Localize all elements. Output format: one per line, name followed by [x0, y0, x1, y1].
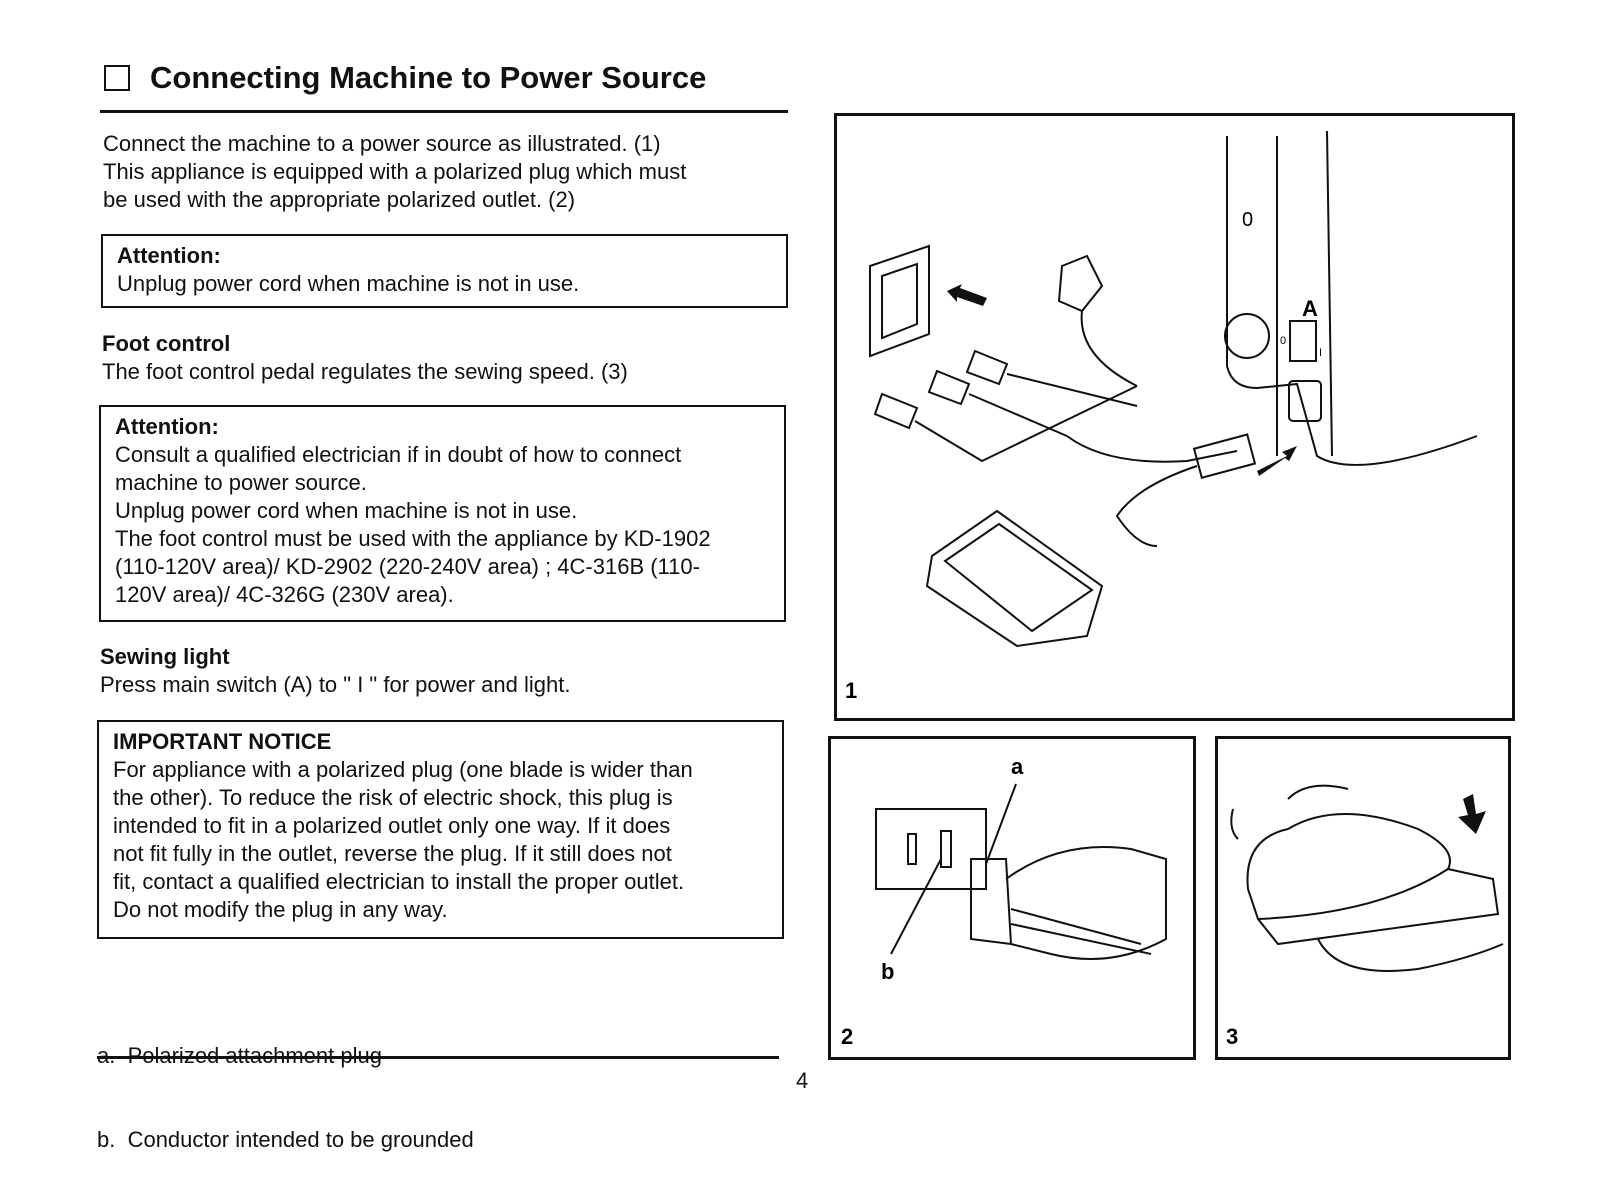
adapter-plug-icon	[1057, 254, 1104, 313]
attention-line: Unplug power cord when machine is not in…	[117, 271, 580, 296]
attention-line: The foot control must be used with the a…	[115, 526, 711, 551]
machine-body-outline	[1226, 136, 1478, 466]
hand-icon	[1005, 846, 1167, 960]
attention-line: (110-120V area)/ KD-2902 (220-240V area)…	[115, 554, 700, 579]
notice-line: not fit fully in the outlet, reverse the…	[113, 841, 672, 866]
title-rule	[100, 110, 788, 113]
figure-2-number: 2	[841, 1024, 853, 1049]
dial-label: 0	[1242, 209, 1253, 231]
foot-control-section: Foot control The foot control pedal regu…	[102, 330, 792, 386]
foot-control-heading: Foot control	[102, 331, 231, 356]
legend-item-b: b. Conductor intended to be grounded	[97, 1127, 474, 1152]
figure-1: A 0 0 I 1	[834, 113, 1515, 721]
pedal-cord	[1317, 938, 1504, 972]
arrow-down-icon	[1458, 794, 1486, 834]
attention-heading: Attention:	[115, 414, 219, 439]
figure-1-number: 1	[845, 678, 857, 703]
polarized-outlet-icon	[875, 808, 987, 890]
foot-control-text: The foot control pedal regulates the sew…	[102, 359, 628, 384]
notice-line: fit, contact a qualified electrician to …	[113, 869, 685, 894]
plug-icon-2	[927, 369, 971, 406]
legend-item-a: a. Polarized attachment plug	[97, 1042, 787, 1070]
page-number: 4	[796, 1068, 809, 1093]
figure-2: a b 2	[828, 736, 1196, 1060]
title-text: Connecting Machine to Power Source	[150, 60, 707, 95]
leader-line-a	[985, 783, 1017, 865]
power-socket-icon	[1288, 380, 1322, 422]
plug-icon-1	[965, 349, 1009, 386]
bottom-rule	[97, 1056, 779, 1059]
plug-icon-3	[873, 392, 919, 430]
attention-line: 120V area)/ 4C-326G (230V area).	[115, 582, 454, 607]
leader-line-b	[890, 858, 942, 955]
attention-box-1: Attention: Unplug power cord when machin…	[101, 234, 788, 308]
attention-line: Consult a qualified electrician if in do…	[115, 442, 682, 467]
notice-line: Do not modify the plug in any way.	[113, 897, 448, 922]
legend: a. Polarized attachment plug b. Conducto…	[97, 986, 787, 1182]
page-title: Connecting Machine to Power Source	[104, 60, 706, 96]
foot-pedal-icon	[925, 509, 1104, 648]
switch-off-label: 0	[1280, 335, 1286, 347]
label-b: b	[881, 959, 894, 984]
figure-2-illustration: a b 2	[841, 754, 1167, 1049]
figure-1-illustration: A 0 0 I 1	[845, 130, 1478, 703]
shoe-icon	[1246, 813, 1451, 921]
main-switch-icon	[1289, 320, 1317, 362]
switch-label-a: A	[1302, 296, 1318, 321]
sewing-light-section: Sewing light Press main switch (A) to " …	[100, 643, 790, 699]
intro-line: Connect the machine to a power source as…	[103, 131, 661, 156]
figure-3-number: 3	[1226, 1024, 1238, 1049]
checkbox-square-icon	[104, 65, 130, 91]
important-notice-box: IMPORTANT NOTICE For appliance with a po…	[97, 720, 784, 939]
intro-paragraph: Connect the machine to a power source as…	[103, 130, 793, 214]
power-cord	[1066, 435, 1238, 463]
figure-3-illustration: 3	[1226, 784, 1504, 1049]
notice-line: For appliance with a polarized plug (one…	[113, 757, 693, 782]
speaker-grille-icon	[1224, 313, 1270, 359]
wall-outlet-icon	[869, 244, 930, 358]
sewing-light-text: Press main switch (A) to " I " for power…	[100, 672, 571, 697]
figure-3: 3	[1215, 736, 1511, 1060]
attention-line: Unplug power cord when machine is not in…	[115, 498, 578, 523]
arrow-right-icon	[1257, 446, 1297, 476]
intro-line: be used with the appropriate polarized o…	[103, 187, 576, 212]
attention-heading: Attention:	[117, 243, 221, 268]
attention-line: machine to power source.	[115, 470, 367, 495]
attention-box-2: Attention: Consult a qualified electrici…	[99, 405, 786, 622]
notice-line: intended to fit in a polarized outlet on…	[113, 813, 671, 838]
label-a: a	[1011, 754, 1024, 779]
switch-on-label: I	[1319, 347, 1322, 359]
intro-line: This appliance is equipped with a polari…	[103, 159, 687, 184]
foot-pedal-icon	[1257, 868, 1500, 946]
arrow-left-icon	[947, 284, 987, 306]
polarized-plug-icon	[970, 858, 1013, 946]
sewing-light-heading: Sewing light	[100, 644, 230, 669]
machine-plug-icon	[1192, 433, 1257, 479]
notice-line: the other). To reduce the risk of electr…	[113, 785, 673, 810]
notice-heading: IMPORTANT NOTICE	[113, 729, 332, 754]
